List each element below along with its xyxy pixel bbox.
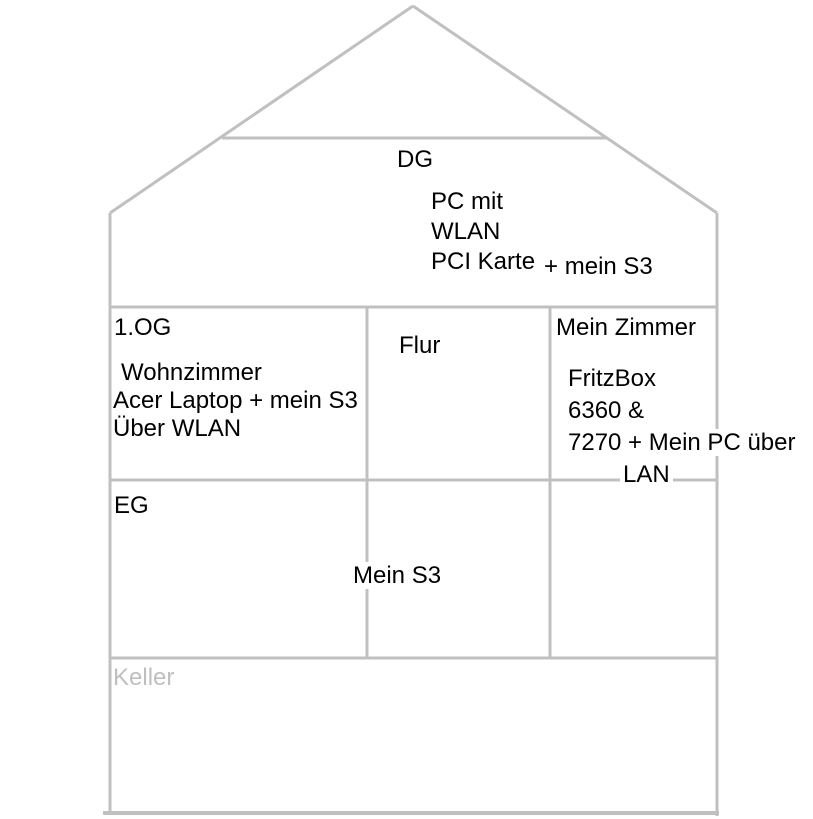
dg-note: PC mit WLAN PCI Karte + mein S3	[431, 187, 653, 280]
flur-label: Flur	[399, 332, 441, 359]
eg-label: EG	[114, 492, 149, 519]
dg-note-line-3: PCI Karte + mein S3	[431, 247, 653, 280]
dg-note-mein-s3: + mein S3	[544, 253, 653, 280]
roof-right-edge	[412, 4, 718, 215]
mein-zimmer-note-line-3: 7270 + Mein PC über	[565, 427, 799, 459]
wohnzimmer-note: Wohnzimmer Acer Laptop + mein S3 Über WL…	[113, 359, 358, 443]
mein-zimmer-note-line-2: 6360 &	[565, 395, 798, 427]
mein-zimmer-note: FritzBox 6360 & 7270 + Mein PC über	[565, 363, 799, 459]
mein-s3-label: Mein S3	[349, 562, 446, 590]
dg-label: DG	[397, 146, 433, 173]
wohnzimmer-note-line-3: Über WLAN	[113, 415, 242, 442]
wohnzimmer-note-line-2: Acer Laptop + mein S3	[113, 387, 358, 414]
dg-note-line-2: WLAN	[431, 218, 501, 245]
og1-label: 1.OG	[114, 314, 172, 341]
keller-label: Keller	[113, 664, 175, 691]
roof-left-edge	[109, 4, 414, 215]
dg-note-line-1: PC mit	[431, 188, 503, 215]
mein-zimmer-note-line-1: FritzBox	[565, 363, 798, 395]
wohnzimmer-note-line-1: Wohnzimmer	[121, 359, 262, 386]
dg-note-pci-karte: PCI Karte	[431, 248, 536, 275]
mein-zimmer-label: Mein Zimmer	[556, 314, 697, 341]
lan-label: LAN	[620, 461, 673, 489]
